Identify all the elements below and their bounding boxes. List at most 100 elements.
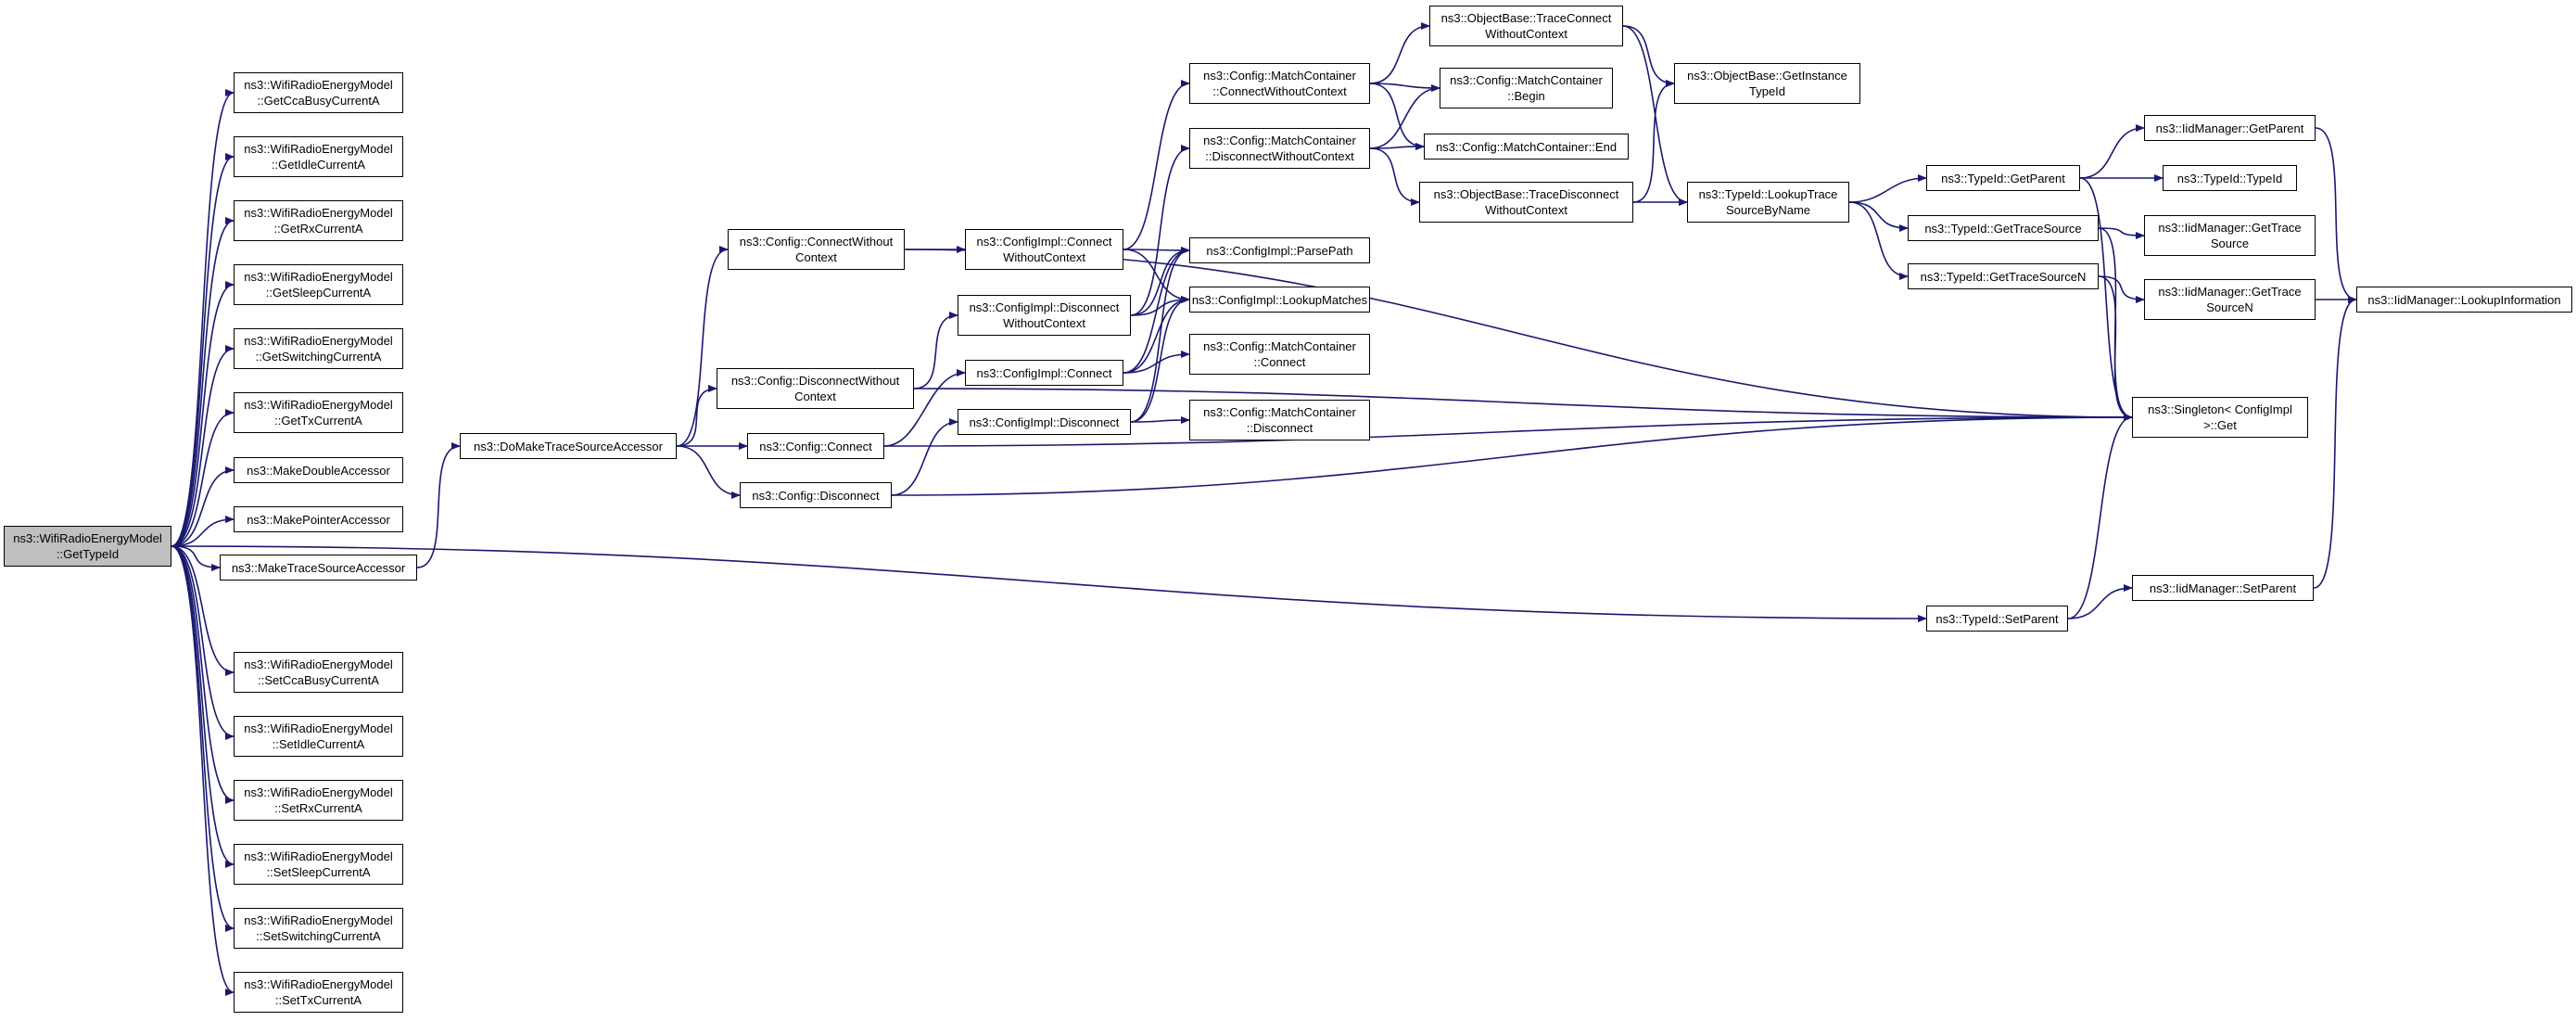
node-label: ns3::ConfigImpl::Disconnect — [969, 415, 1120, 429]
edge-typeidgettracesourcen-to-singletonget — [2098, 275, 2133, 421]
node-label: ns3::WifiRadioEnergyModel — [244, 334, 393, 348]
node-mcconnectwo[interactable]: ns3::Config::MatchContainer::ConnectWith… — [1189, 63, 1370, 104]
node-label: ns3::ConfigImpl::LookupMatches — [1191, 292, 1368, 307]
node-setrx[interactable]: ns3::WifiRadioEnergyModel::SetRxCurrentA — [234, 780, 403, 821]
edge-typeidsetparent-to-singletonget — [2067, 414, 2133, 619]
node-domaketrace[interactable]: ns3::DoMakeTraceSourceAccessor — [460, 433, 677, 459]
edge-root-to-getccabusy — [171, 89, 235, 547]
node-label: ns3::ObjectBase::TraceDisconnect — [1433, 187, 1619, 201]
edge-impldisconnect-to-parsepath — [1130, 247, 1190, 423]
node-label: ns3::MakeTraceSourceAccessor — [231, 560, 406, 575]
node-label: ::DisconnectWithoutContext — [1205, 149, 1354, 163]
node-typeidtypeid[interactable]: ns3::TypeId::TypeId — [2163, 165, 2297, 191]
node-iidgetparent[interactable]: ns3::IidManager::GetParent — [2144, 115, 2316, 141]
node-setccabusy[interactable]: ns3::WifiRadioEnergyModel::SetCcaBusyCur… — [234, 652, 403, 693]
node-label: ::Disconnect — [1246, 421, 1313, 435]
edge-typeidgettracesourcen-to-iidgettracesourcen — [2098, 275, 2145, 303]
node-label: ns3::TypeId::SetParent — [1935, 611, 2059, 626]
node-label: WithoutContext — [1003, 250, 1085, 264]
node-maketrace[interactable]: ns3::MakeTraceSourceAccessor — [220, 555, 417, 581]
node-label: ns3::MakeDoubleAccessor — [247, 463, 390, 478]
node-singletonget[interactable]: ns3::Singleton< ConfigImpl >::Get — [2132, 397, 2308, 438]
node-setsleep[interactable]: ns3::WifiRadioEnergyModel::SetSleepCurre… — [234, 844, 403, 885]
edge-mcconnectwo-to-obtraceconnectwo — [1369, 22, 1430, 84]
node-setswitching[interactable]: ns3::WifiRadioEnergyModel::SetSwitchingC… — [234, 908, 403, 949]
node-mcdisconnect[interactable]: ns3::Config::MatchContainer::Disconnect — [1189, 400, 1370, 440]
node-setidle[interactable]: ns3::WifiRadioEnergyModel::SetIdleCurren… — [234, 716, 403, 757]
node-label: ns3::Config::MatchContainer — [1450, 73, 1603, 87]
node-impldisconnect[interactable]: ns3::ConfigImpl::Disconnect — [958, 409, 1131, 435]
node-mcbegin[interactable]: ns3::Config::MatchContainer::Begin — [1440, 68, 1613, 108]
node-label: ns3::WifiRadioEnergyModel — [244, 657, 393, 671]
edge-cfgdisconnect-to-singletonget — [891, 414, 2133, 496]
edge-obtraceconnectwo-to-obgetinstance — [1622, 25, 1675, 87]
node-label: WithoutContext — [1485, 27, 1567, 41]
edge-implconnectwo-to-mcconnectwo — [1123, 80, 1190, 250]
node-label: ns3::MakePointerAccessor — [247, 512, 390, 527]
node-lookupmatches[interactable]: ns3::ConfigImpl::LookupMatches — [1189, 287, 1370, 313]
node-label: ns3::ObjectBase::TraceConnect — [1440, 11, 1612, 25]
node-label: ns3::Config::ConnectWithout — [739, 235, 894, 249]
edge-root-to-setrx — [171, 545, 235, 804]
edge-iidsetparent-to-iidlookupinfo — [2313, 296, 2357, 589]
node-iidlookupinfo[interactable]: ns3::IidManager::LookupInformation — [2356, 287, 2572, 313]
edge-implconnectwo-to-lookupmatches — [1123, 249, 1190, 303]
node-mcdisconnectwo[interactable]: ns3::Config::MatchContainer::DisconnectW… — [1189, 128, 1370, 169]
node-label: ns3::TypeId::LookupTrace — [1698, 187, 1838, 201]
edge-mcdisconnectwo-to-mcend — [1369, 143, 1425, 151]
node-gettx[interactable]: ns3::WifiRadioEnergyModel::GetTxCurrentA — [234, 392, 403, 433]
node-iidsetparent[interactable]: ns3::IidManager::SetParent — [2132, 575, 2314, 601]
edge-typeidgetparent-to-singletonget — [2079, 177, 2133, 421]
node-cfgdisconnect[interactable]: ns3::Config::Disconnect — [740, 482, 892, 508]
node-label: ns3::ConfigImpl::Disconnect — [969, 300, 1120, 314]
node-getsleep[interactable]: ns3::WifiRadioEnergyModel::GetSleepCurre… — [234, 264, 403, 305]
node-mcend[interactable]: ns3::Config::MatchContainer::End — [1424, 134, 1629, 160]
node-makepointer[interactable]: ns3::MakePointerAccessor — [234, 506, 403, 532]
edge-iidgetparent-to-iidlookupinfo — [2315, 127, 2357, 303]
node-label: Context — [795, 250, 837, 264]
node-getrx[interactable]: ns3::WifiRadioEnergyModel::GetRxCurrentA — [234, 200, 403, 241]
node-label: ns3::Config::Connect — [759, 439, 872, 453]
node-typeidgetparent[interactable]: ns3::TypeId::GetParent — [1926, 165, 2080, 191]
node-label: ns3::DoMakeTraceSourceAccessor — [474, 439, 663, 453]
node-parsepath[interactable]: ns3::ConfigImpl::ParsePath — [1189, 237, 1370, 263]
node-getccabusy[interactable]: ns3::WifiRadioEnergyModel::GetCcaBusyCur… — [234, 72, 403, 113]
edge-impldisconnectwo-to-mcdisconnectwo — [1130, 145, 1190, 316]
edge-root-to-getrx — [171, 217, 235, 547]
node-typeidsetparent[interactable]: ns3::TypeId::SetParent — [1926, 606, 2068, 632]
node-implconnect[interactable]: ns3::ConfigImpl::Connect — [965, 360, 1123, 386]
node-cfgconnect[interactable]: ns3::Config::Connect — [747, 433, 884, 459]
node-typeidgettracesourcen[interactable]: ns3::TypeId::GetTraceSourceN — [1908, 263, 2099, 289]
node-label: ns3::WifiRadioEnergyModel — [244, 849, 393, 863]
node-makedouble[interactable]: ns3::MakeDoubleAccessor — [234, 457, 403, 483]
node-label: ns3::Config::MatchContainer — [1203, 134, 1356, 147]
edge-root-to-getswitching — [171, 345, 235, 547]
node-label: ::ConnectWithoutContext — [1212, 84, 1347, 98]
edge-root-to-makedouble — [171, 466, 235, 547]
node-typeidgettracesource[interactable]: ns3::TypeId::GetTraceSource — [1908, 215, 2099, 241]
node-label: ::GetSwitchingCurrentA — [255, 350, 382, 364]
node-getidle[interactable]: ns3::WifiRadioEnergyModel::GetIdleCurren… — [234, 136, 403, 177]
edge-cfgdisconnectwo-to-singletonget — [913, 388, 2133, 421]
edge-mcdisconnectwo-to-obtracedisconnectwo — [1369, 147, 1420, 206]
node-mcconnect[interactable]: ns3::Config::MatchContainer::Connect — [1189, 334, 1370, 375]
node-label: ::GetTypeId — [56, 547, 120, 561]
node-getswitching[interactable]: ns3::WifiRadioEnergyModel::GetSwitchingC… — [234, 328, 403, 369]
edge-mcconnectwo-to-mcbegin — [1369, 83, 1440, 92]
node-label: ::GetCcaBusyCurrentA — [257, 94, 380, 108]
node-settx[interactable]: ns3::WifiRadioEnergyModel::SetTxCurrentA — [234, 972, 403, 1013]
node-root[interactable]: ns3::WifiRadioEnergyModel::GetTypeId — [4, 526, 171, 567]
node-label: ::Begin — [1507, 89, 1545, 103]
node-label: ns3::WifiRadioEnergyModel — [244, 977, 393, 991]
